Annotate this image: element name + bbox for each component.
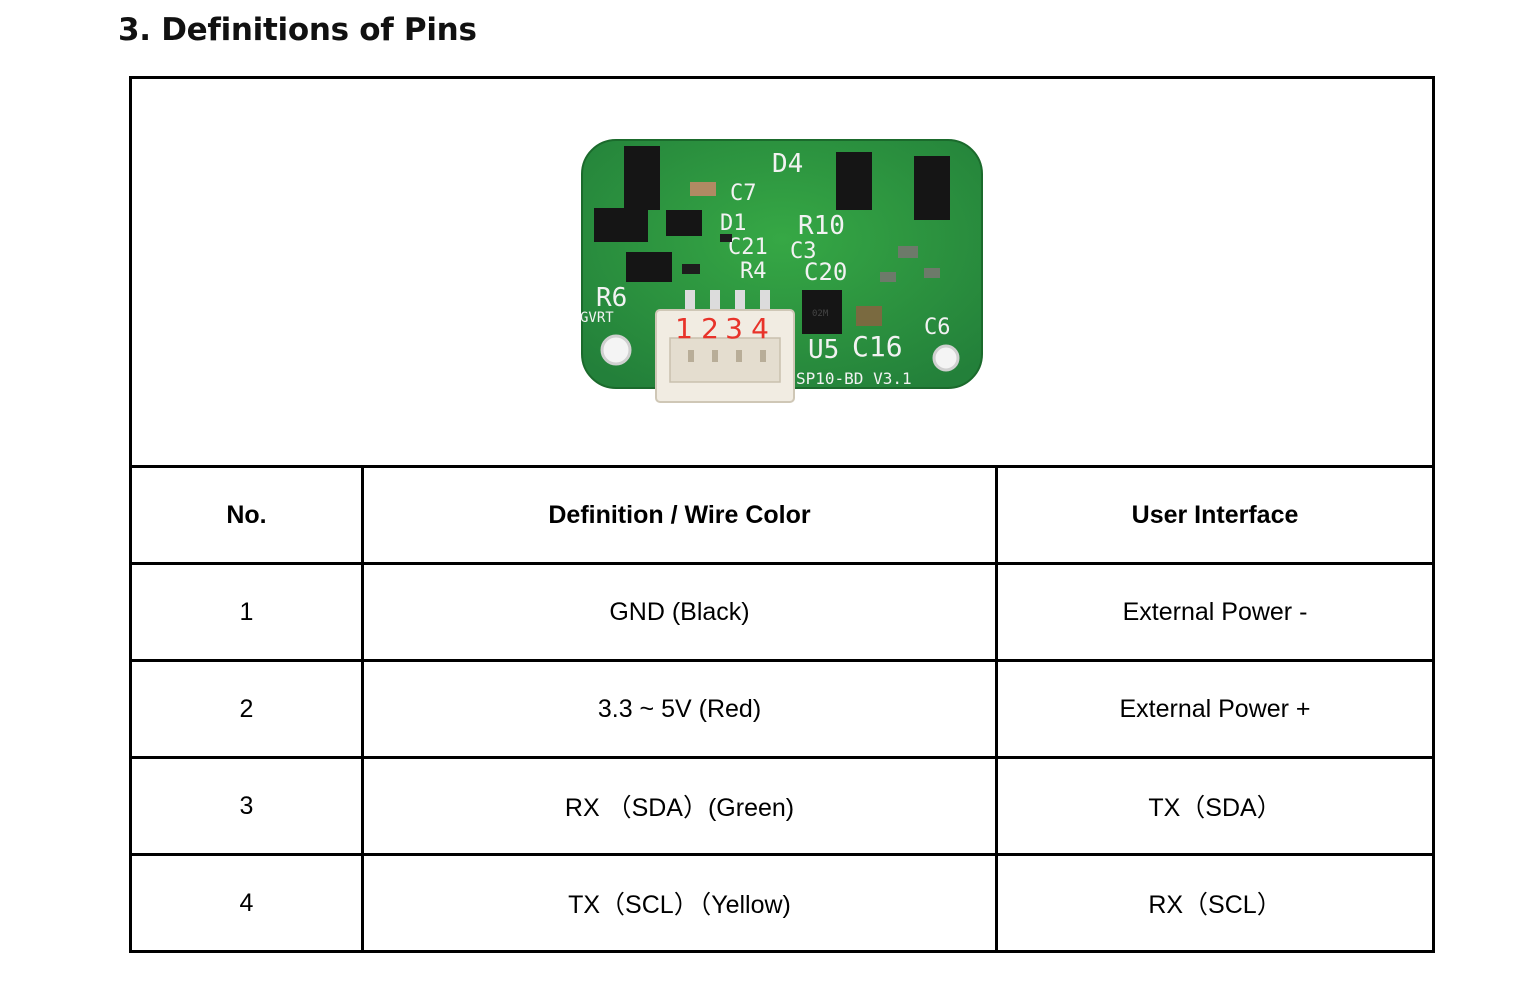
board-image-cell: D4 C7 D1 C21 R4 R10 C3 C20 R6 GVRT U5 C1… [128, 76, 1436, 468]
label-d4: D4 [772, 149, 803, 179]
label-c16: C16 [852, 330, 903, 363]
cell-definition: 3.3 ~ 5V (Red) [361, 659, 998, 759]
header-pin-2 [710, 290, 721, 310]
cell-no: 4 [129, 853, 364, 953]
label-c6: C6 [924, 315, 951, 340]
pin-number-2: 2 [701, 312, 719, 345]
cell-definition: GND (Black) [361, 562, 998, 662]
cell-user-interface: External Power + [994, 659, 1436, 759]
label-c20: C20 [804, 258, 847, 286]
cell-definition: TX（SCL）（Yellow) [361, 853, 998, 953]
header-pin-3 [735, 290, 746, 310]
table-row: 3 RX （SDA）(Green) TX（SDA） [129, 756, 1436, 856]
section-title: 3. Definitions of Pins [118, 12, 477, 48]
label-u5: U5 [808, 335, 839, 365]
ic-u2 [836, 152, 873, 210]
resistor-r3 [898, 246, 919, 258]
table-header-row: No. Definition / Wire Color User Interfa… [129, 465, 1436, 565]
ic-u5 [666, 210, 703, 236]
resistor-r4 [924, 268, 941, 278]
resistor-r2 [682, 264, 701, 274]
pin-number-3: 3 [725, 312, 743, 345]
chip-marking: 02M [812, 309, 829, 319]
jst-contact-3 [736, 350, 743, 362]
cell-no: 3 [129, 756, 364, 856]
cell-user-interface: RX（SCL） [994, 853, 1436, 953]
table-row: 4 TX（SCL）（Yellow) RX（SCL） [129, 853, 1436, 953]
ic-u3 [914, 156, 951, 220]
table-row: 1 GND (Black) External Power - [129, 562, 1436, 662]
cell-definition: RX （SDA）(Green) [361, 756, 998, 856]
cell-no: 2 [129, 659, 364, 759]
capacitor-c2 [856, 306, 883, 326]
resistor-r5 [880, 272, 897, 282]
label-r6: R6 [596, 283, 627, 313]
header-no: No. [129, 465, 364, 565]
jst-contact-4 [760, 350, 767, 362]
table-row: 2 3.3 ~ 5V (Red) External Power + [129, 659, 1436, 759]
mounting-hole-left [600, 334, 632, 366]
header-definition: Definition / Wire Color [361, 465, 998, 565]
label-gvrt: GVRT [580, 310, 614, 326]
capacitor-c1 [690, 182, 717, 196]
label-r4: R4 [740, 259, 767, 284]
mounting-hole-right [932, 344, 960, 372]
label-r10: R10 [798, 211, 845, 241]
pin-definition-table: D4 C7 D1 C21 R4 R10 C3 C20 R6 GVRT U5 C1… [128, 76, 1436, 953]
resistor-r1 [720, 234, 733, 242]
label-d1: D1 [720, 211, 747, 236]
pin-number-4: 4 [751, 312, 769, 345]
ic-u6 [626, 252, 673, 282]
ic-u4 [594, 208, 649, 242]
jst-contact-1 [688, 350, 695, 362]
label-c7: C7 [730, 181, 757, 206]
label-c3: C3 [790, 239, 817, 264]
pcb-board-image: D4 C7 D1 C21 R4 R10 C3 C20 R6 GVRT U5 C1… [580, 139, 984, 403]
header-user-interface: User Interface [994, 465, 1436, 565]
ic-u1 [624, 146, 661, 210]
label-c21: C21 [728, 235, 768, 260]
ic-u7 [802, 290, 843, 334]
image-row: D4 C7 D1 C21 R4 R10 C3 C20 R6 GVRT U5 C1… [128, 76, 1436, 468]
pin-number-1: 1 [675, 312, 693, 345]
header-pin-1 [685, 290, 696, 310]
header-pin-4 [760, 290, 771, 310]
label-model: SP10-BD V3.1 [796, 369, 912, 388]
cell-no: 1 [129, 562, 364, 662]
cell-user-interface: External Power - [994, 562, 1436, 662]
cell-user-interface: TX（SDA） [994, 756, 1436, 856]
jst-contact-2 [712, 350, 719, 362]
